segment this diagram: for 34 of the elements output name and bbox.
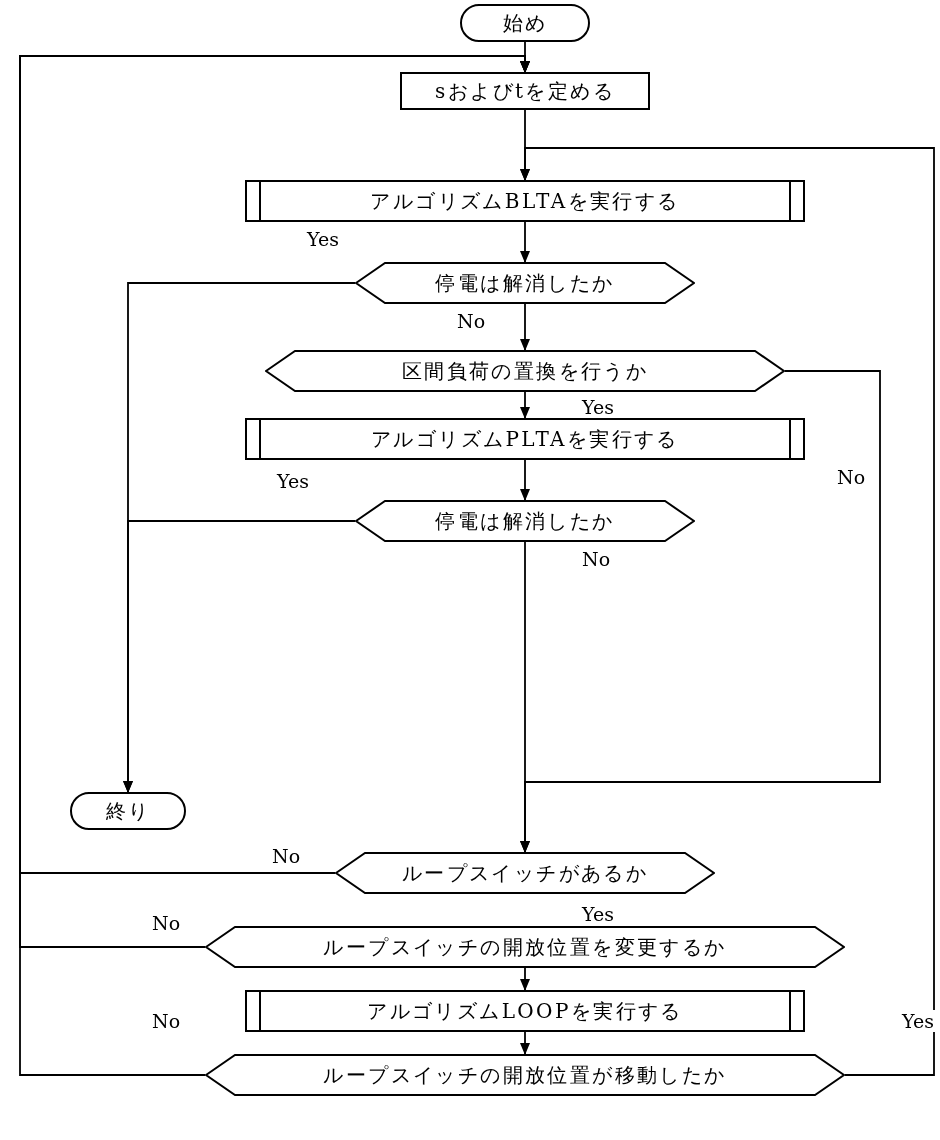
node-label: アルゴリズムBLTAを実行する — [370, 188, 680, 215]
node-label: アルゴリズムLOOPを実行する — [367, 998, 683, 1025]
decision-hexagon — [205, 1054, 845, 1096]
arrow — [520, 391, 530, 419]
node-label: 終り — [105, 798, 151, 825]
terminal-box — [70, 792, 186, 830]
decision-hexagon — [355, 500, 695, 542]
node-label: ループスイッチがあるか — [401, 860, 649, 887]
decision-hexagon — [205, 926, 845, 968]
terminal-box — [460, 4, 590, 42]
subroutine-box — [245, 990, 805, 1032]
decision-hexagon — [355, 262, 695, 304]
subroutine-box — [245, 180, 805, 222]
arrow — [520, 303, 530, 351]
decision-hexagon — [265, 350, 785, 392]
node-label: 停電は解消したか — [435, 508, 615, 535]
subroutine-box — [245, 418, 805, 460]
edge-label: Yes — [900, 1010, 936, 1032]
node-label: 停電は解消したか — [435, 270, 615, 297]
arrow — [520, 1031, 530, 1055]
node-label: sおよびtを定める — [435, 78, 615, 105]
process-box — [400, 72, 650, 110]
arrow — [520, 147, 935, 1076]
arrow — [123, 520, 356, 793]
node-label: 区間負荷の置換を行うか — [401, 358, 649, 385]
node-label: 始め — [502, 10, 548, 37]
node-label: アルゴリズムPLTAを実行する — [371, 426, 679, 453]
arrow — [520, 541, 530, 853]
arrow — [520, 221, 530, 263]
node-label: ループスイッチの開放位置を変更するか — [323, 934, 727, 961]
decision-hexagon — [335, 852, 715, 894]
node-label: ループスイッチの開放位置が移動したか — [323, 1062, 727, 1089]
arrow — [520, 967, 530, 991]
arrow — [520, 459, 530, 501]
